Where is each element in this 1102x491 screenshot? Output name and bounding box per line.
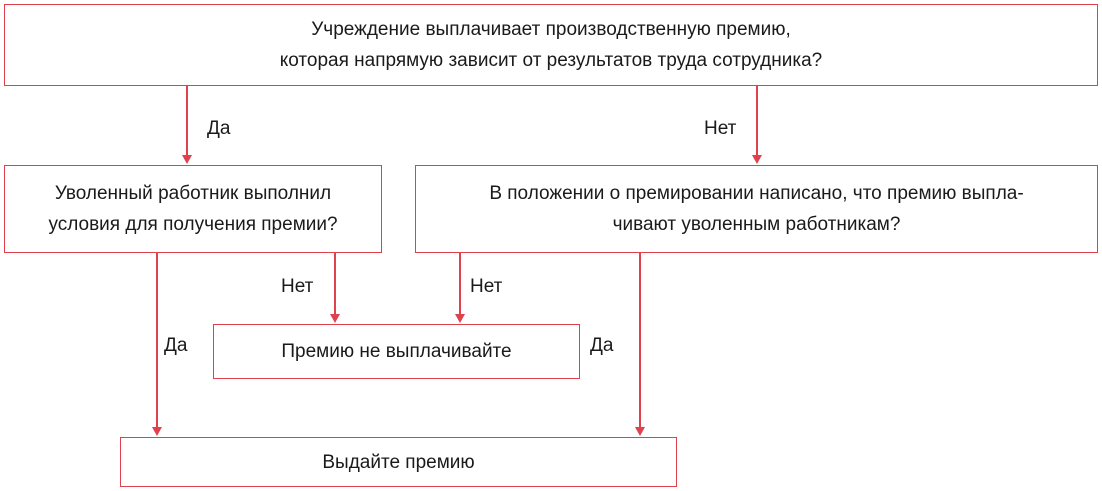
payout-label: Выдайте премию [322,451,475,473]
right-question-line2: чивают уволенным работникам? [612,214,901,235]
root-question-box: Учреждение выплачивает производственную … [4,4,1098,86]
arrow-left-yes-to-payout [151,253,162,436]
left-question-box: Уволенный работник выполнил условия для … [4,165,382,253]
root-question-line1: Учреждение выплачивает производственную … [311,19,791,40]
edge-label-no-mid-left: Нет [281,276,314,297]
edge-label-no-mid-right: Нет [470,276,503,297]
arrow-left-no-to-nopayout [329,253,340,323]
left-question-line1: Уволенный работник выполнил [54,183,332,204]
root-question-line2: которая напрямую зависит от результатов … [279,50,823,71]
edge-label-yes-top-left: Да [207,118,231,139]
no-payout-label: Премию не выплачивайте [281,341,512,362]
left-question-line2: условия для получения премии? [48,214,338,235]
arrow-right-yes-to-payout [634,253,645,436]
edge-label-yes-bottom-right: Да [590,335,614,356]
right-question-line1: В положении о премировании написано, что… [489,183,1024,204]
edge-label-yes-bottom-left: Да [164,335,188,356]
edge-label-no-top-right: Нет [704,118,737,139]
right-question-box: В положении о премировании написано, что… [415,165,1098,253]
no-payout-box: Премию не выплачивайте [213,324,580,379]
payout-box: Выдайте премию [120,437,677,487]
arrow-right-no-to-nopayout [454,253,465,323]
arrow-root-to-right [751,86,762,164]
arrow-root-to-left [181,86,192,164]
